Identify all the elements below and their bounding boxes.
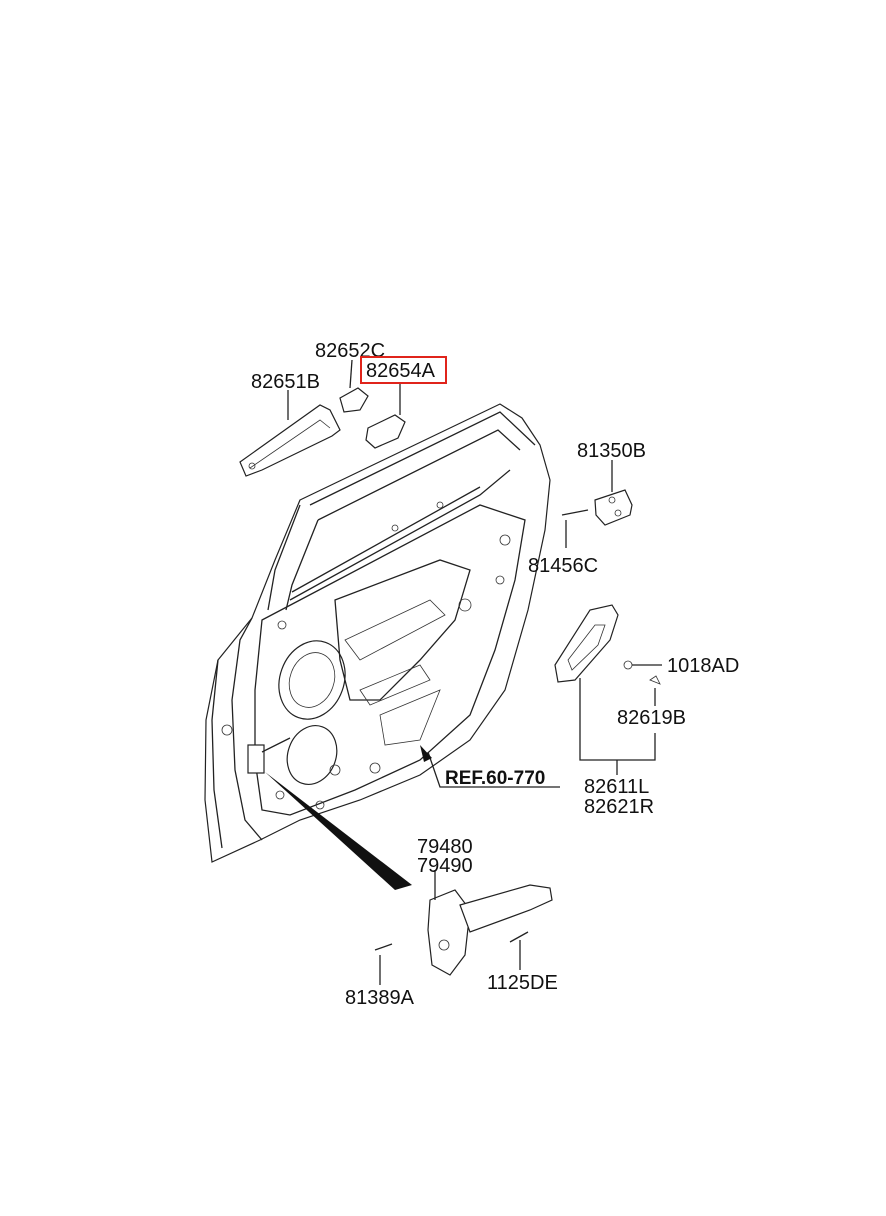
latch-block [247,744,265,774]
outside-handle [239,404,341,477]
leader-lines [287,359,662,985]
label-81456C: 81456C [528,555,598,577]
label-82611L: 82611L [584,776,649,798]
label-1018AD: 1018AD [667,655,739,677]
label-ref: REF.60-770 [445,768,545,789]
label-1125DE: 1125DE [487,972,558,994]
handle-cover [365,414,406,449]
label-82652C: 82652C [315,340,385,362]
highlight-box [360,356,447,384]
key-cover [339,387,369,413]
door-checker [374,884,553,976]
label-81389A: 81389A [345,987,415,1009]
label-82654A: 82654A [366,360,436,382]
striker-81350B [561,489,633,526]
label-82651B: 82651B [251,371,320,393]
part-labels: 82652C 82654A 82651B 81350B 81456C 1018A… [251,340,739,1009]
cable-callout [265,772,412,890]
door-panel [204,403,551,890]
label-81350B: 81350B [577,440,646,462]
label-82621R: 82621R [584,796,654,818]
inside-handle [554,604,661,685]
label-82619B: 82619B [617,707,686,729]
label-79480: 79480 [417,836,473,858]
label-79490: 79490 [417,855,473,877]
